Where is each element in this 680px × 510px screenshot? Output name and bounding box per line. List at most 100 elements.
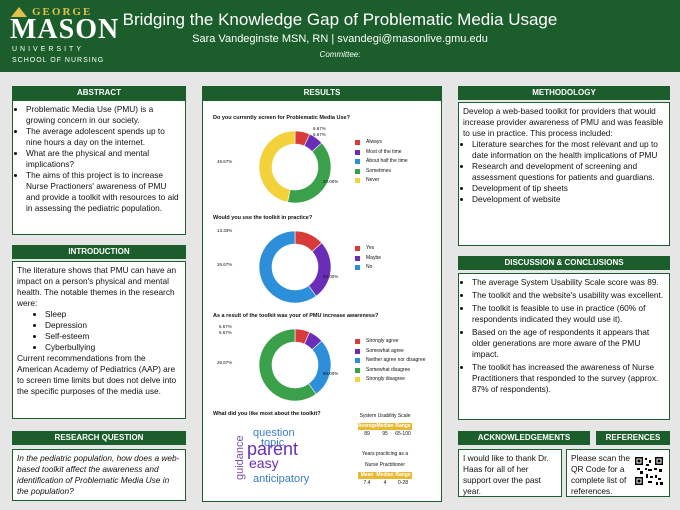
references-heading: REFERENCES	[596, 431, 670, 445]
legend-item: Strongly disagree	[355, 375, 425, 385]
logo-mason: MASON	[10, 14, 120, 45]
research-question-box: In the pediatric population, how does a …	[12, 449, 186, 501]
legend-swatch	[355, 246, 360, 252]
legend-swatch	[355, 149, 360, 155]
chart2-question: Would you use the toolkit in practice?	[213, 215, 313, 221]
references-text: Please scan the QR Code for a complete l…	[571, 453, 631, 496]
legend-swatch	[355, 140, 360, 146]
legend-swatch	[355, 178, 360, 184]
abstract-item: The average adolescent spends up to nine…	[26, 126, 181, 148]
donut-slice	[258, 130, 296, 203]
chart2-label: 60.00%	[323, 274, 339, 279]
cloud-word: guidance	[234, 435, 246, 480]
chart2-label: 13.33%	[217, 228, 233, 233]
legend-swatch	[355, 348, 360, 354]
acknowledgements-box: I would like to thank Dr. Haas for all o…	[458, 449, 562, 497]
legend-swatch	[355, 265, 360, 271]
legend-swatch	[355, 255, 360, 261]
years-header: Mean	[358, 472, 376, 479]
donut-slice	[258, 230, 317, 304]
chart3-label: 60.00%	[323, 371, 339, 376]
theme-item: Self-esteem	[45, 331, 181, 342]
legend-item: Always	[355, 138, 408, 148]
abstract-box: Problematic Media Use (PMU) is a growing…	[12, 100, 186, 235]
legend-item: No	[355, 263, 381, 273]
chart3-donut	[258, 328, 332, 402]
legend-item: Somewhat disagree	[355, 366, 425, 376]
years-value: 4	[383, 480, 387, 486]
cloud-word: easy	[249, 455, 279, 471]
sus-header: Range	[394, 423, 412, 430]
theme-item: Sleep	[45, 309, 181, 320]
legend-item: Maybe	[355, 254, 381, 264]
years-header: Range	[394, 472, 412, 479]
methodology-text: Develop a web-based toolkit for provider…	[463, 106, 664, 138]
theme-item: Cyberbullying	[45, 342, 181, 353]
abstract-heading: ABSTRACT	[12, 86, 186, 100]
liked-question: What did you like most about the toolkit…	[213, 411, 321, 417]
legend-item: Never	[355, 176, 408, 186]
years-value: 0-28	[397, 480, 408, 486]
donut-slice	[258, 328, 317, 402]
sus-header: Median	[376, 423, 394, 430]
word-cloud: guidance question topic parent easy anti…	[234, 426, 345, 498]
chart1-label: 6.67%	[313, 126, 326, 131]
methodology-item: Development of tip sheets	[472, 183, 665, 194]
chart3-question: As a result of the toolkit was your of P…	[213, 313, 379, 319]
chart3-label: 6.67%	[219, 324, 232, 329]
chart1-label: 6.67%	[313, 132, 326, 137]
chart1-legend: Always Most of the time About half the t…	[355, 138, 408, 186]
poster-title: Bridging the Knowledge Gap of Problemati…	[122, 10, 558, 29]
years-value: 7.4	[363, 480, 371, 486]
methodology-item: Development of website	[472, 194, 665, 205]
years-title: Years practicing as a Nurse Practitioner	[361, 451, 409, 468]
legend-swatch	[355, 367, 360, 373]
legend-swatch	[355, 377, 360, 383]
sus-value: 95	[382, 431, 388, 437]
methodology-item: Research and development of screening an…	[472, 161, 665, 183]
discussion-item: Based on the age of respondents it appea…	[472, 327, 665, 360]
introduction-heading: INTRODUCTION	[12, 245, 186, 259]
methodology-box: Develop a web-based toolkit for provider…	[458, 102, 670, 246]
legend-item: Sometimes	[355, 167, 408, 177]
discussion-heading: DISCUSSION & CONCLUSIONS	[458, 256, 670, 270]
chart1-label: 46.67%	[217, 159, 233, 164]
qr-code-icon[interactable]	[634, 456, 664, 486]
legend-item: Somewhat agree	[355, 347, 425, 357]
cloud-word: parent	[247, 439, 299, 459]
sus-header: Average	[358, 423, 378, 430]
discussion-item: The toolkit and the website's usability …	[472, 290, 665, 301]
years-header: Median	[376, 472, 394, 479]
poster-header: GEORGE MASON UNIVERSITY SCHOOL OF NURSIN…	[0, 0, 680, 72]
legend-item: Most of the time	[355, 148, 408, 158]
introduction-box: The literature shows that PMU can have a…	[12, 261, 186, 419]
logo-school: SCHOOL OF NURSING	[12, 57, 105, 64]
chart2-label: 26.67%	[217, 262, 233, 267]
abstract-item: Problematic Media Use (PMU) is a growing…	[26, 104, 181, 126]
poster-author: Sara Vandeginste MSN, RN | svandegi@maso…	[192, 33, 488, 45]
methodology-item: Literature searches for the most relevan…	[472, 139, 665, 161]
legend-swatch	[355, 339, 360, 345]
abstract-item: The aims of this project is to increase …	[26, 170, 181, 214]
chart2-legend: Yes Maybe No	[355, 244, 381, 273]
discussion-box: The average System Usability Scale score…	[458, 273, 670, 420]
logo-university: UNIVERSITY	[12, 46, 85, 53]
sus-value: 89	[364, 431, 370, 437]
legend-item: Neither agree nor disagree	[355, 356, 425, 366]
methodology-heading: METHODOLOGY	[458, 86, 670, 100]
theme-item: Depression	[45, 320, 181, 331]
research-question-heading: RESEARCH QUESTION	[12, 431, 186, 445]
sus-value: 65-100	[395, 431, 411, 437]
years-table: Years practicing as a Nurse Practitioner…	[355, 449, 415, 488]
logo-george: GEORGE	[32, 6, 93, 18]
acknowledgements-heading: ACKNOWLEDGEMENTS	[458, 431, 590, 445]
poster-committee: Committee:	[319, 50, 361, 59]
sus-title: System Usability Scale	[359, 413, 411, 419]
introduction-text: The literature shows that PMU can have a…	[17, 265, 177, 308]
results-box: Do you currently screen for Problematic …	[202, 100, 442, 502]
chart3-label: 6.67%	[219, 330, 232, 335]
cloud-word: anticipatory	[253, 473, 310, 485]
chart1-donut	[258, 130, 332, 204]
abstract-item: What are the physical and mental implica…	[26, 148, 181, 170]
chart3-label: 26.67%	[217, 360, 233, 365]
